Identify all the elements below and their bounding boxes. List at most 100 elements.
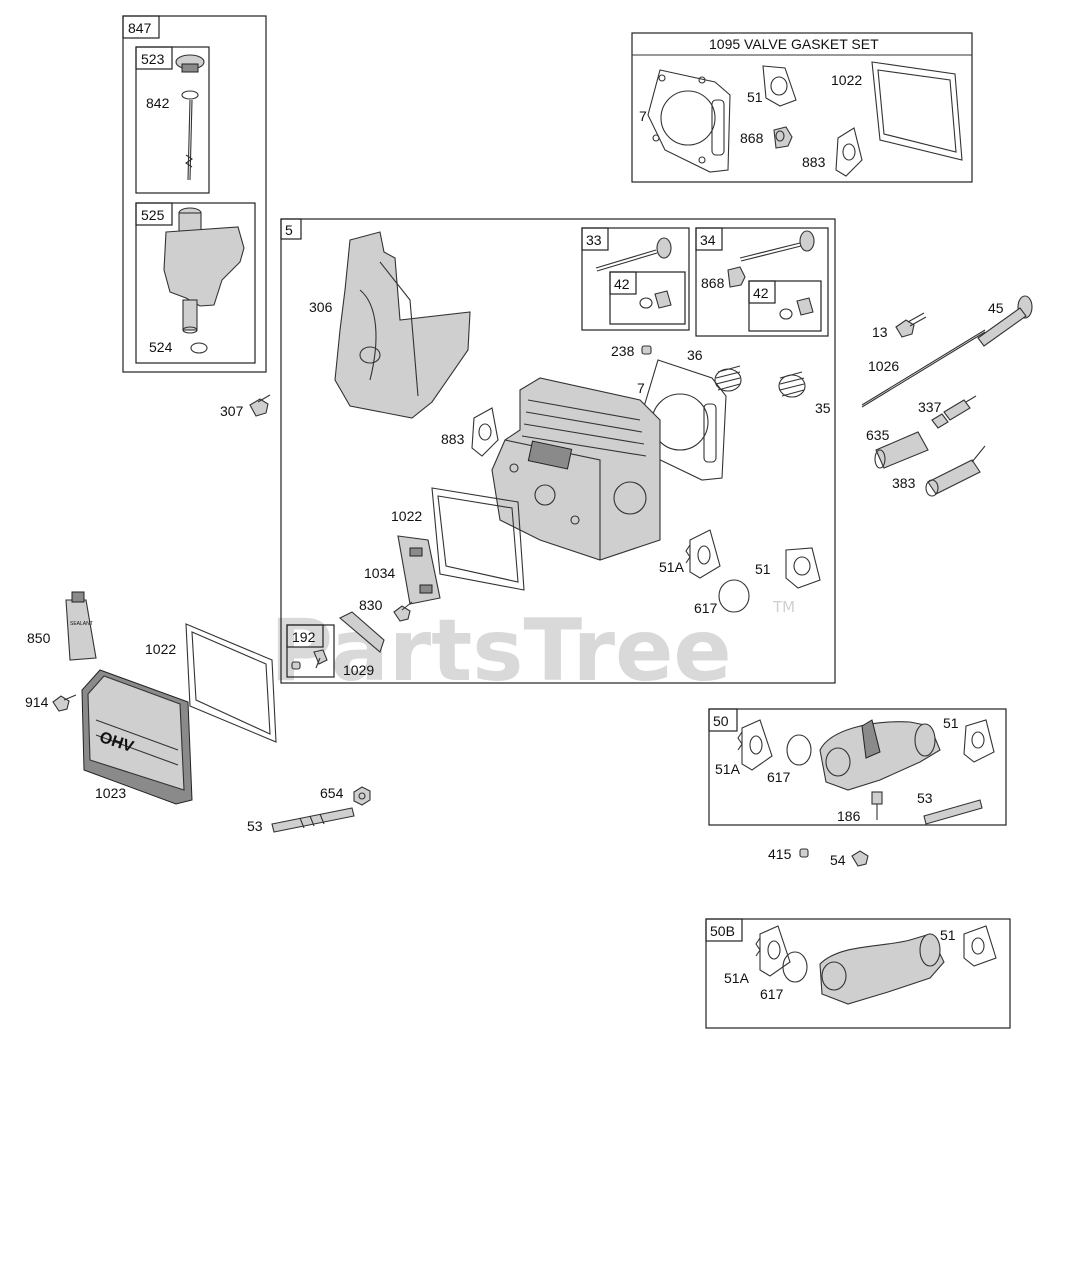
box-label-34: 34 <box>700 232 716 248</box>
pin-238-icon <box>641 345 652 355</box>
box-192: 192 <box>286 624 335 678</box>
label-617-box50B: 617 <box>760 986 784 1002</box>
box-label-5: 5 <box>285 222 293 238</box>
label-1022-cover: 1022 <box>145 641 176 657</box>
exhaust-gasket-51-icon <box>785 547 821 589</box>
bolt-914-icon <box>52 694 77 712</box>
box-33: 33 42 <box>581 227 690 331</box>
o-ring-617-box50B-icon <box>782 951 808 983</box>
label-1023: 1023 <box>95 785 126 801</box>
label-13: 13 <box>872 324 888 340</box>
intake-gasket-icon <box>835 127 863 177</box>
nut-654-icon <box>353 786 371 806</box>
label-654: 654 <box>320 785 344 801</box>
label-53-box50: 53 <box>917 790 933 806</box>
breather-plate-icon <box>397 535 441 605</box>
label-883-gasket-set: 883 <box>802 154 826 170</box>
label-1022-head: 1022 <box>391 508 422 524</box>
box-34: 34 42 <box>695 227 829 337</box>
reed-valve-icon <box>339 611 385 653</box>
label-850: 850 <box>27 630 51 646</box>
push-rod-edge <box>861 331 986 408</box>
bolt-307-icon <box>249 394 271 417</box>
clip-383-icon <box>925 445 986 497</box>
label-35: 35 <box>815 400 831 416</box>
box-label-1095: 1095 VALVE GASKET SET <box>709 36 879 52</box>
bolt-13-icon <box>895 312 927 338</box>
plug-415-icon <box>799 848 809 858</box>
bolt-54-icon <box>851 850 869 867</box>
label-51-gasket-set: 51 <box>747 89 763 105</box>
box-label-33: 33 <box>586 232 602 248</box>
o-ring-524-icon <box>190 342 208 354</box>
cover-gasket-1022-icon <box>185 623 277 743</box>
label-51-head: 51 <box>755 561 771 577</box>
box-label-50: 50 <box>713 713 729 729</box>
valve-spring-35-icon <box>778 371 806 398</box>
valve-tappet-45-icon <box>977 295 1033 347</box>
spark-plug-icon <box>931 395 977 429</box>
label-238: 238 <box>611 343 635 359</box>
dipstick-icon <box>175 54 205 181</box>
label-1022-gasket-set: 1022 <box>831 72 862 88</box>
box-50B: 50B <box>705 918 1011 1029</box>
label-842: 842 <box>146 95 170 111</box>
label-383: 383 <box>892 475 916 491</box>
o-ring-617-head-icon <box>718 579 750 613</box>
head-shroud-icon <box>334 231 471 419</box>
box-label-42-intake: 42 <box>614 276 630 292</box>
label-36: 36 <box>687 347 703 363</box>
label-1034: 1034 <box>364 565 395 581</box>
label-868-gasket-set: 868 <box>740 130 764 146</box>
box-label-42-exhaust: 42 <box>753 285 769 301</box>
cover-gasket-box5-icon <box>431 487 525 591</box>
label-617-box50: 617 <box>767 769 791 785</box>
sealant-tube-text: SEALANT <box>70 621 93 627</box>
sealant-tube-icon: SEALANT <box>65 591 97 661</box>
intake-gasket-51a-icon <box>685 529 721 579</box>
label-415: 415 <box>768 846 792 862</box>
label-617-head: 617 <box>694 600 718 616</box>
intake-gasket-box5-icon <box>471 407 499 457</box>
label-51A-head: 51A <box>659 559 685 575</box>
box-label-192: 192 <box>292 629 316 645</box>
label-914: 914 <box>25 694 49 710</box>
label-337: 337 <box>918 399 942 415</box>
box-847: 847 <box>122 15 267 373</box>
cover-gasket-icon <box>871 61 963 161</box>
box-1095-valve-gasket-set: 1095 VALVE GASKET SET <box>631 32 973 183</box>
stud-53-icon <box>271 807 355 833</box>
box-label-847: 847 <box>128 20 152 36</box>
intake-manifold-50b-icon <box>819 933 945 1005</box>
label-51A-box50B: 51A <box>724 970 750 986</box>
screw-830-icon <box>393 601 413 622</box>
box-50: 50 <box>708 708 1007 826</box>
manifold-gasket-51a-icon <box>737 719 773 771</box>
label-883-head: 883 <box>441 431 465 447</box>
label-51A-box50: 51A <box>715 761 741 777</box>
label-53-left: 53 <box>247 818 263 834</box>
label-51-box50: 51 <box>943 715 959 731</box>
label-54: 54 <box>830 852 846 868</box>
box-label-50B: 50B <box>710 923 735 939</box>
label-307: 307 <box>220 403 244 419</box>
label-635: 635 <box>866 427 890 443</box>
push-rod-icon <box>861 329 986 406</box>
label-45: 45 <box>988 300 1004 316</box>
stud-53-box50-icon <box>923 799 983 825</box>
box-523: 523 <box>135 46 210 194</box>
watermark-trademark: TM <box>772 598 795 616</box>
fitting-186-icon <box>871 791 883 820</box>
watermark-brand: PartsTree <box>270 601 732 701</box>
box-525: 525 <box>135 202 256 364</box>
manifold-gasket-51-box50b-icon <box>963 925 997 967</box>
exhaust-valve-icon <box>727 230 815 320</box>
label-186: 186 <box>837 808 861 824</box>
cylinder-head-icon <box>491 377 661 561</box>
label-7-head: 7 <box>637 380 645 396</box>
spark-plug-boot-icon <box>874 431 929 469</box>
box-label-523: 523 <box>141 51 165 67</box>
box-5-cylinder-head: 5 <box>280 218 836 684</box>
